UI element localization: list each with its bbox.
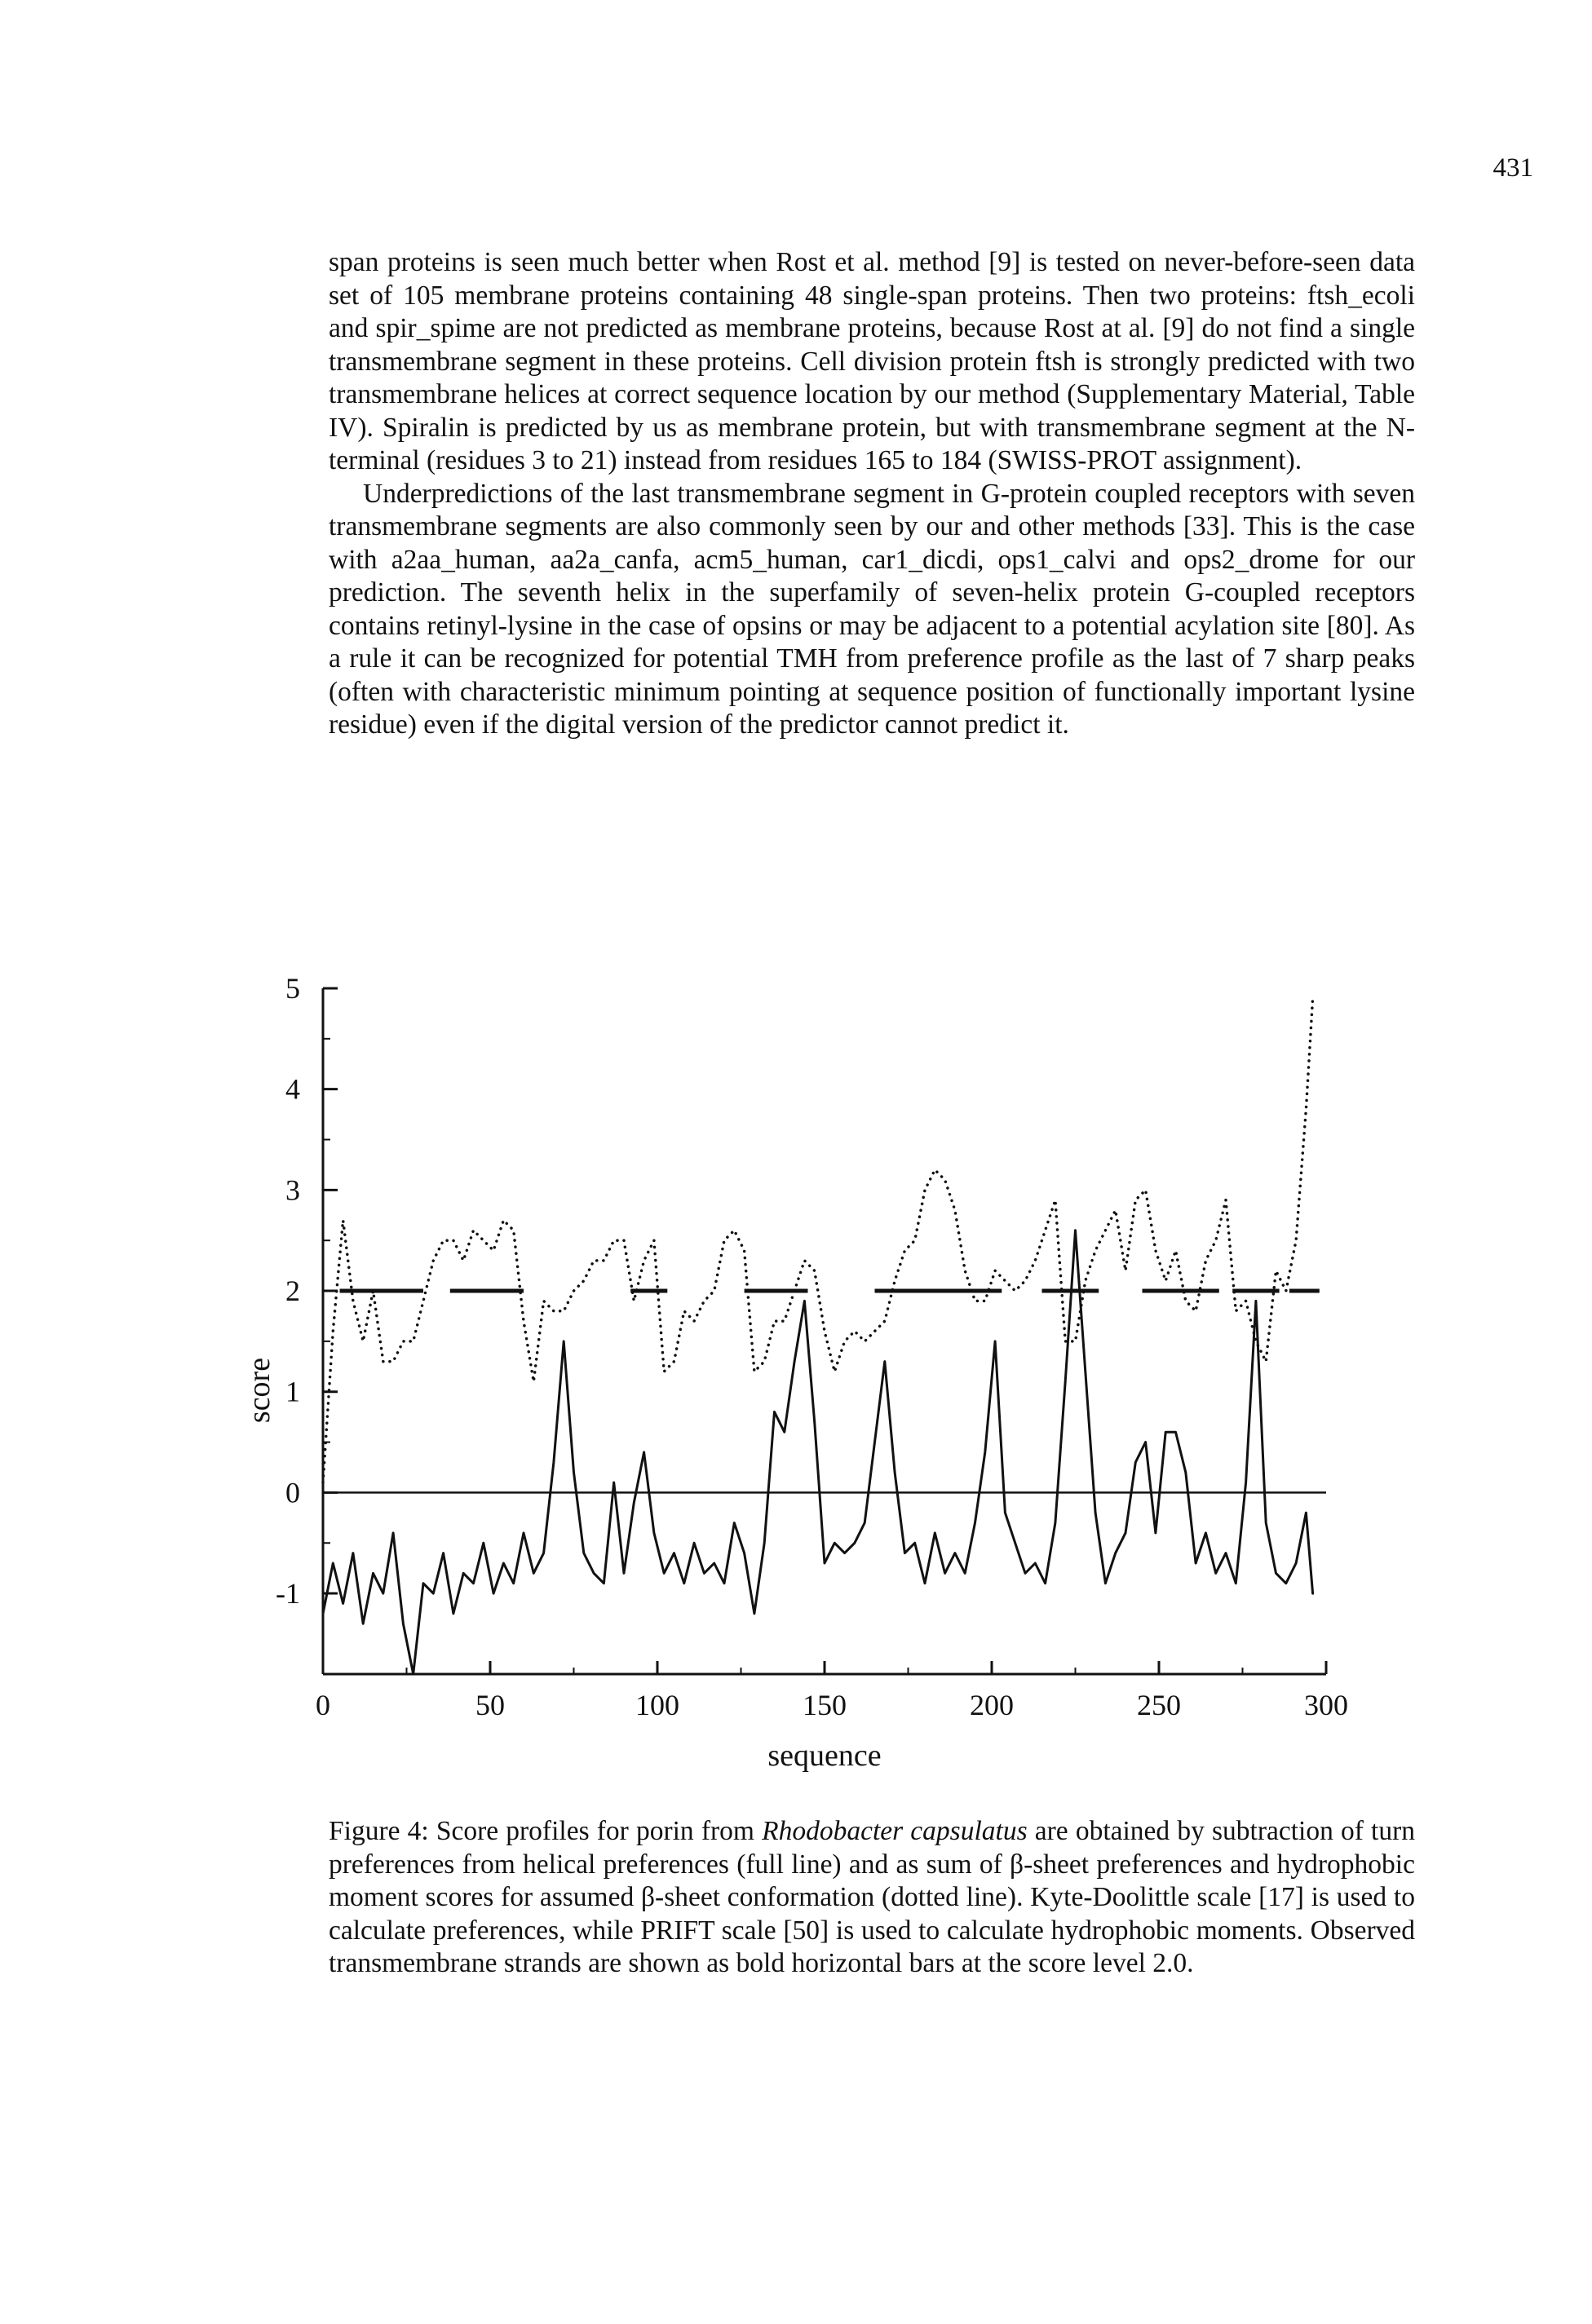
paragraph: span proteins is seen much better when R…	[329, 247, 1415, 475]
x-axis-label: sequence	[767, 1739, 881, 1773]
y-tick-label: 0	[285, 1476, 300, 1509]
y-tick-label: 1	[285, 1376, 300, 1408]
dotted-series-line	[321, 996, 1315, 1484]
page-number: 431	[1492, 153, 1534, 183]
y-tick-label: 5	[285, 972, 300, 1005]
series-group	[321, 996, 1315, 1676]
y-tick-label: 2	[285, 1275, 300, 1307]
caption-species: Rhodobacter capsulatus	[762, 1816, 1028, 1846]
caption-label: Figure 4:	[329, 1816, 429, 1846]
y-axis-label: score	[242, 1358, 276, 1423]
ticks: 0 50 100 150 200 250 300 -1 0 1 2 3 4 5	[276, 972, 1348, 1721]
x-tick-label: 200	[970, 1689, 1014, 1721]
caption-text: are obtained by subtraction of turn pref…	[329, 1816, 1416, 1978]
caption-text: Score profiles for porin from	[436, 1816, 754, 1846]
x-tick-label: 300	[1304, 1689, 1348, 1721]
x-tick-label: 50	[475, 1689, 505, 1721]
score-profile-chart: 0 50 100 150 200 250 300 -1 0 1 2 3 4 5 sequence scor…	[242, 972, 1348, 1773]
body-text: span proteins is seen much better when R…	[329, 246, 1415, 742]
axes	[321, 988, 1326, 1676]
solid-series-line	[321, 1229, 1315, 1676]
x-tick-label: 0	[316, 1689, 330, 1721]
x-tick-label: 150	[803, 1689, 847, 1721]
x-tick-label: 100	[635, 1689, 679, 1721]
y-tick-label: -1	[276, 1577, 300, 1610]
y-tick-label: 4	[285, 1073, 300, 1106]
x-tick-label: 250	[1137, 1689, 1181, 1721]
figure-caption: Figure 4: Score profiles for porin from …	[329, 1815, 1415, 1981]
y-tick-label: 3	[285, 1173, 300, 1206]
figure: 0 50 100 150 200 250 300 -1 0 1 2 3 4 5 sequence scor…	[220, 962, 1427, 1778]
paragraph: Underpredictions of the last transmembra…	[329, 478, 1415, 740]
